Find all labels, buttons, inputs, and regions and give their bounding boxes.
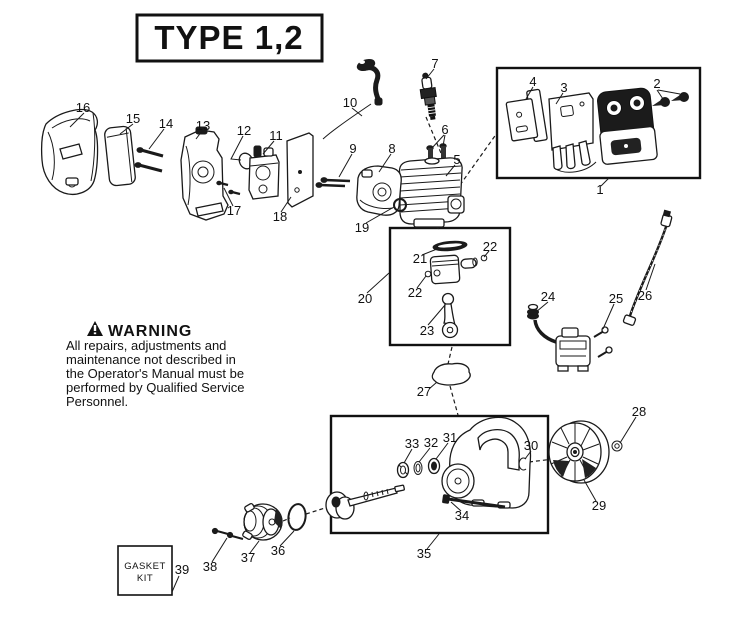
part-piston: [429, 254, 461, 285]
part-19-o-ring: [393, 198, 407, 212]
part-29-flywheel: [548, 420, 610, 484]
gasket-kit-box: GASKET KIT: [117, 545, 173, 596]
part-26-wire: [622, 209, 673, 326]
part-24-ignition-coil: [527, 303, 591, 372]
part-14-screws: [134, 147, 164, 173]
callout-22b: 22: [483, 239, 497, 254]
callout-35: 35: [417, 546, 431, 561]
part-28-washer: [611, 440, 623, 452]
part-18-gasket-sheet: [286, 132, 314, 208]
callout-38: 38: [203, 559, 217, 574]
part-4-muffler-gasket: [505, 88, 548, 142]
callout-8: 8: [388, 141, 395, 156]
callout-37: 37: [241, 550, 255, 565]
callout-3: 3: [560, 80, 567, 95]
gasket-kit-label-1: GASKET: [124, 561, 166, 572]
part-9-screws: [315, 177, 351, 188]
callout-36: 36: [271, 543, 285, 558]
part-38-screws: [211, 527, 244, 540]
part-crankcase-body: [441, 416, 532, 509]
callout-24: 24: [541, 289, 555, 304]
part-crankshaft: [325, 484, 405, 520]
callout-26: 26: [638, 288, 652, 303]
part-11-carburetor: [248, 145, 280, 200]
callout-30: 30: [524, 438, 538, 453]
part-33-oil-seal: [396, 461, 410, 479]
callout-18: 18: [273, 209, 287, 224]
callout-17: 17: [227, 203, 241, 218]
callout-2: 2: [653, 76, 660, 91]
callout-11: 11: [269, 128, 283, 143]
crankcase-assembly-frame: [329, 414, 550, 535]
type-title-box: TYPE 1,2: [135, 13, 324, 63]
warning-line: maintenance not described in: [66, 352, 236, 367]
part-17-screws: [216, 180, 241, 196]
warning-line: the Operator's Manual must be: [66, 366, 244, 381]
callout-14: 14: [159, 116, 173, 131]
callout-31: 31: [443, 430, 457, 445]
callout-34: 34: [455, 508, 469, 523]
part-25-coil-screws: [593, 326, 613, 358]
callout-10: 10: [343, 95, 357, 110]
callout-22a: 22: [408, 285, 422, 300]
part-31-bearing-seal: [427, 457, 441, 475]
callout-27: 27: [417, 384, 431, 399]
callout-32: 32: [424, 435, 438, 450]
callout-12: 12: [237, 123, 251, 138]
callout-20: 20: [358, 291, 372, 306]
part-5-cylinder: [398, 157, 465, 228]
callout-25: 25: [609, 291, 623, 306]
part-22-wrist-pin: [460, 257, 478, 269]
callout-9: 9: [349, 141, 356, 156]
part-7-spark-plug: [419, 72, 437, 120]
callout-13: 13: [196, 118, 210, 133]
warning-line: All repairs, adjustments and: [66, 338, 226, 353]
callout-33: 33: [405, 436, 419, 451]
callout-23: 23: [420, 323, 434, 338]
part-10-fuel-line: [322, 58, 383, 140]
part-21-piston-ring: [432, 240, 468, 252]
part-8-intake-manifold: [356, 165, 402, 216]
callout-1: 1: [596, 182, 603, 197]
callout-7: 7: [431, 56, 438, 71]
callout-39: 39: [175, 562, 189, 577]
callout-5: 5: [453, 152, 460, 167]
part-muffler-body: [597, 87, 658, 165]
callout-21: 21: [413, 251, 427, 266]
part-15-air-filter: [104, 125, 136, 187]
warning-heading: WARNING: [108, 323, 192, 340]
part-30-snap-clip: [518, 457, 527, 471]
warning-triangle-icon: [87, 321, 103, 336]
part-23-connecting-rod: [441, 292, 459, 339]
part-22-pin-clips: [424, 254, 488, 278]
callout-15: 15: [126, 111, 140, 126]
warning-block: WARNING All repairs, adjustments and mai…: [66, 321, 244, 409]
part-13-airbox-bracket: [180, 126, 229, 221]
leader-lines: [69, 68, 681, 593]
part-34-crankcase-bolt: [442, 494, 506, 509]
callout-6: 6: [441, 122, 448, 137]
callout-4: 4: [529, 74, 536, 89]
alignment-dashed-lines: [282, 116, 563, 522]
callout-labels: 1 2 3 4 5 6 7 8 9 10 11 12 13 14 15 16 1…: [76, 56, 661, 577]
callout-29: 29: [592, 498, 606, 513]
warning-line: Personnel.: [66, 394, 128, 409]
part-32-retainer-ring: [413, 461, 423, 475]
part-2-muffler-screws: [652, 92, 689, 107]
callout-16: 16: [76, 100, 90, 115]
callout-28: 28: [632, 404, 646, 419]
piston-assembly-frame: [388, 226, 512, 347]
type-title-label: TYPE 1,2: [154, 19, 303, 56]
part-16-air-filter-cover: [40, 109, 99, 196]
callout-19: 19: [355, 220, 369, 235]
part-36-o-ring: [287, 503, 307, 531]
warning-line: performed by Qualified Service: [66, 380, 244, 395]
part-3-heat-shield: [548, 92, 597, 173]
muffler-assembly-frame: [495, 66, 702, 180]
gasket-kit-label-2: KIT: [137, 573, 153, 584]
part-27-crankcase-gasket: [431, 362, 471, 386]
part-37-ribbed-cover: [242, 502, 283, 541]
